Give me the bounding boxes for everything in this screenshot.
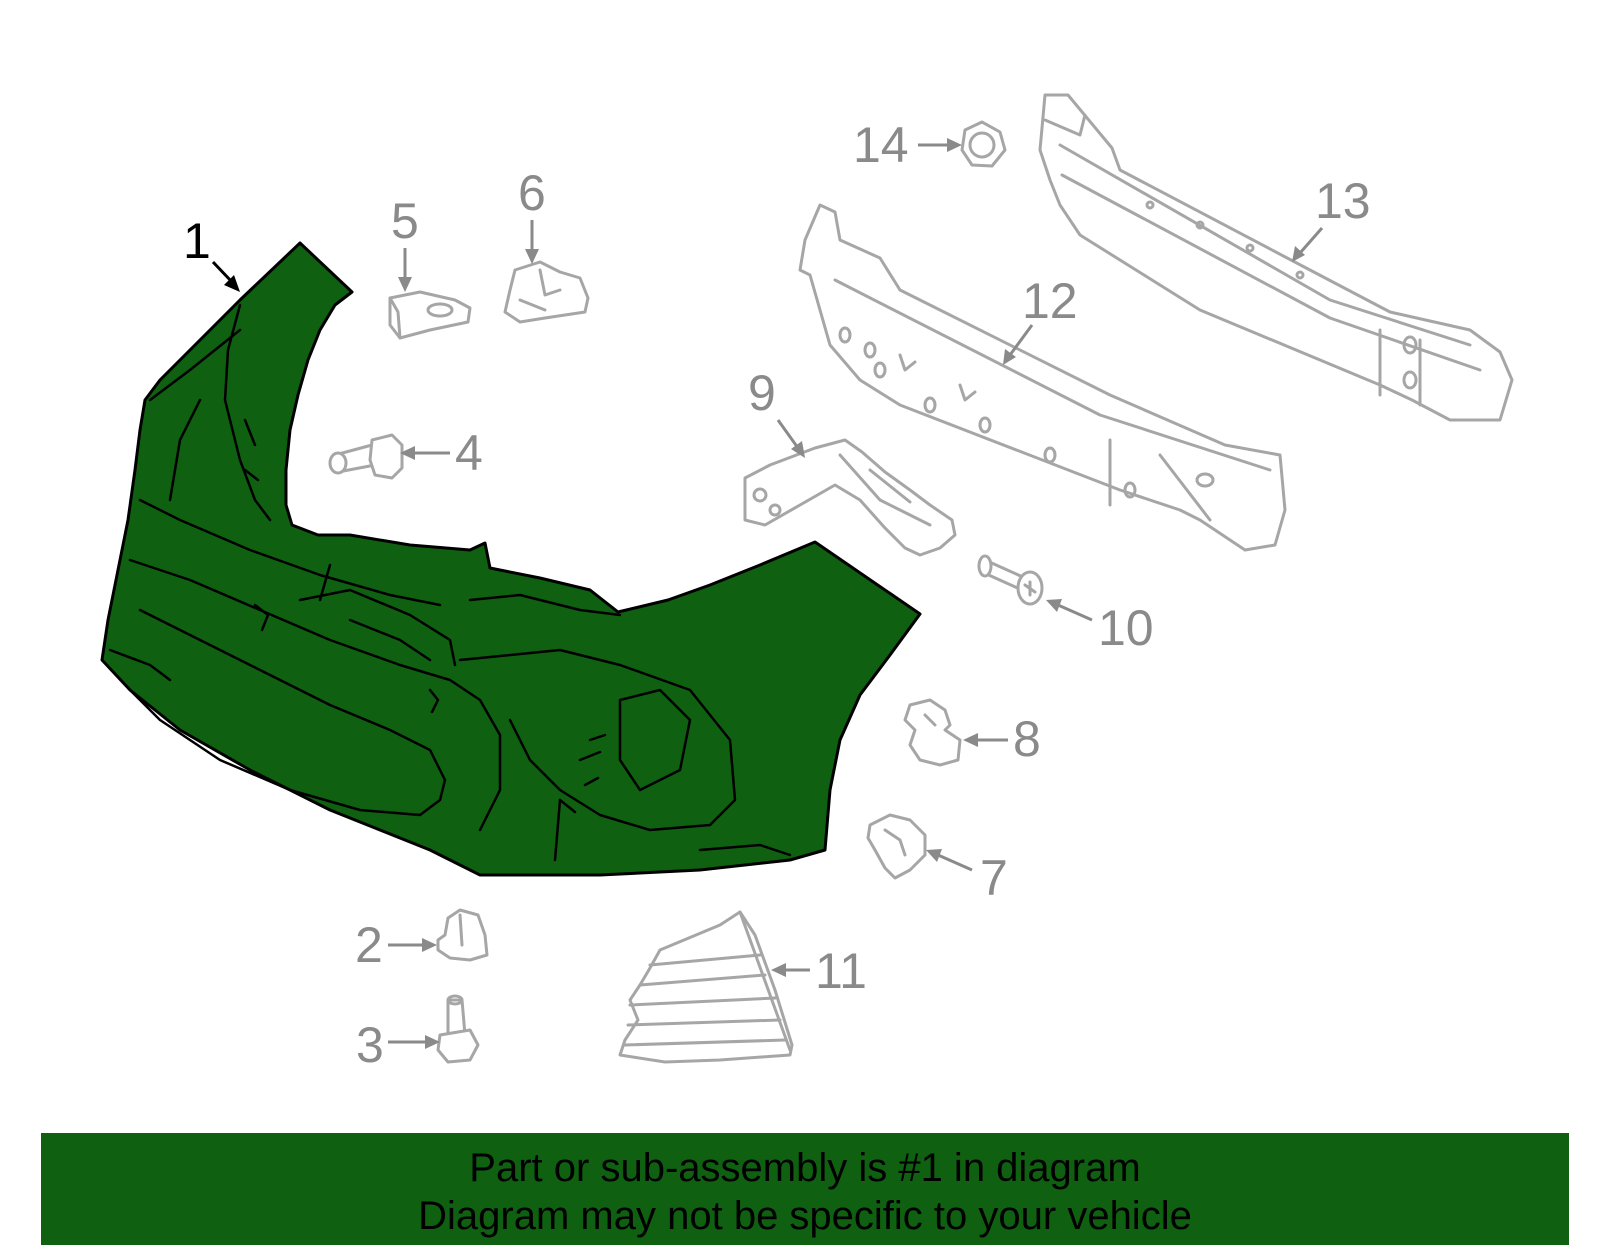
svg-text:1: 1 — [183, 213, 211, 269]
callout-9: 9 — [748, 365, 805, 458]
svg-text:12: 12 — [1022, 273, 1078, 329]
callout-2: 2 — [355, 917, 437, 973]
part-2-clip[interactable] — [436, 908, 489, 962]
svg-text:8: 8 — [1013, 711, 1041, 767]
parts-diagram: 1 2 3 4 5 6 7 8 9 10 — [100, 93, 1514, 1073]
callout-6: 6 — [518, 165, 546, 264]
svg-text:14: 14 — [853, 117, 909, 173]
part-8-clip[interactable] — [903, 698, 962, 767]
part-1-bumper-cover[interactable] — [100, 241, 922, 877]
svg-text:2: 2 — [355, 917, 383, 973]
part-14-nut[interactable] — [960, 120, 1007, 168]
svg-text:13: 13 — [1315, 173, 1371, 229]
svg-text:5: 5 — [391, 193, 419, 249]
callout-14: 14 — [853, 117, 962, 173]
part-12-absorber[interactable] — [798, 203, 1287, 552]
part-7-retainer[interactable] — [866, 813, 927, 880]
callout-11: 11 — [771, 943, 867, 999]
part-9-bracket[interactable] — [743, 438, 957, 557]
callout-4: 4 — [400, 425, 483, 481]
banner-line-1: Part or sub-assembly is #1 in diagram — [469, 1146, 1141, 1190]
info-banner: Part or sub-assembly is #1 in diagram Di… — [41, 1133, 1569, 1245]
callout-8: 8 — [963, 711, 1041, 767]
svg-text:7: 7 — [980, 850, 1008, 906]
callout-13: 13 — [1292, 173, 1371, 262]
part-10-bolt[interactable] — [977, 554, 1044, 606]
part-6-bracket[interactable] — [503, 260, 590, 324]
part-3-bolt[interactable] — [436, 994, 480, 1064]
svg-text:10: 10 — [1098, 600, 1154, 656]
callout-7: 7 — [926, 849, 1008, 906]
svg-text:11: 11 — [815, 943, 867, 999]
svg-text:6: 6 — [518, 165, 546, 221]
banner-line-2: Diagram may not be specific to your vehi… — [418, 1194, 1192, 1238]
callout-10: 10 — [1046, 599, 1154, 656]
callout-12: 12 — [1003, 273, 1078, 365]
part-11-grille[interactable] — [618, 910, 794, 1064]
part-4-screw[interactable] — [328, 433, 404, 480]
callout-1: 1 — [183, 213, 240, 292]
callout-5: 5 — [391, 193, 419, 292]
svg-text:9: 9 — [748, 365, 776, 421]
svg-text:3: 3 — [356, 1017, 384, 1073]
part-5-clip[interactable] — [388, 290, 472, 340]
callout-3: 3 — [356, 1017, 440, 1073]
part-13-reinforcement[interactable] — [1038, 93, 1514, 422]
svg-text:4: 4 — [455, 425, 483, 481]
